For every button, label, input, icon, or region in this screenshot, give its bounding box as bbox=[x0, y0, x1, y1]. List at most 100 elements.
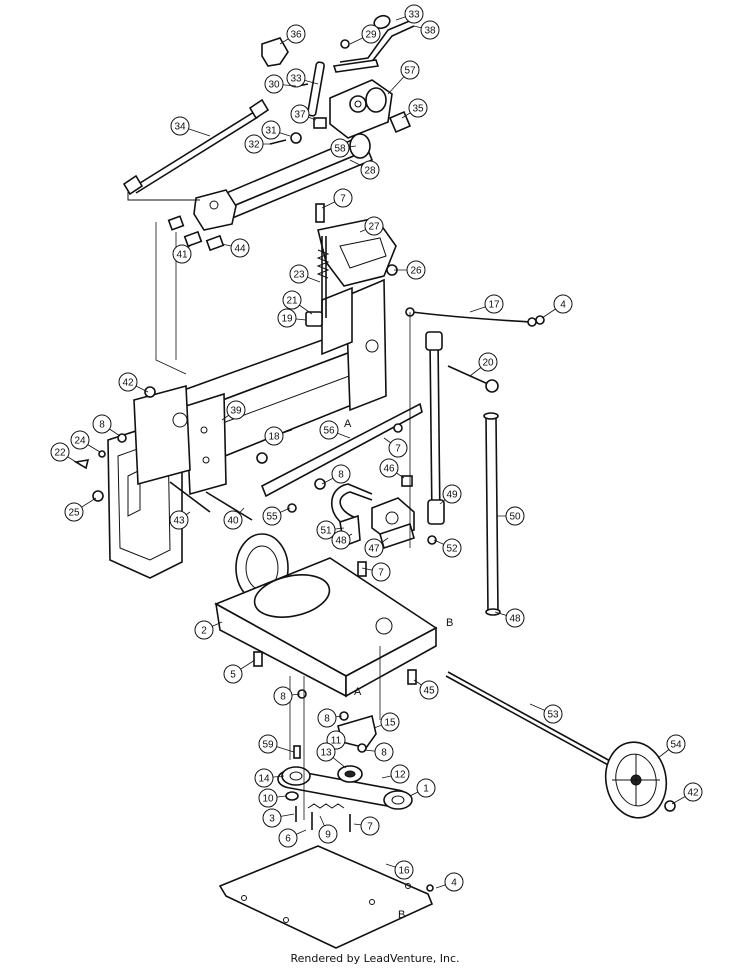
callout-circle bbox=[374, 742, 394, 762]
callout-circle bbox=[230, 238, 250, 258]
callout-circle bbox=[666, 734, 686, 754]
callout-label: 18 bbox=[268, 432, 280, 443]
callout-label: 33 bbox=[408, 10, 420, 21]
callout-circle bbox=[394, 860, 414, 880]
callout-label: 3 bbox=[269, 814, 275, 825]
callout-label: 7 bbox=[340, 194, 346, 205]
callout-circle bbox=[553, 294, 573, 314]
callout-label: 31 bbox=[265, 126, 277, 137]
base-chassis bbox=[214, 533, 668, 819]
callout-circle bbox=[261, 120, 281, 140]
callout-circle bbox=[254, 768, 274, 788]
callout-label: 7 bbox=[378, 568, 384, 579]
callout-circle bbox=[404, 4, 424, 24]
callout-circle bbox=[683, 782, 703, 802]
control-valve bbox=[261, 14, 415, 145]
callout-circle bbox=[505, 608, 525, 628]
callout-circle bbox=[264, 74, 284, 94]
callout-circle bbox=[484, 294, 504, 314]
callout-label: 50 bbox=[509, 512, 521, 523]
callout-circle bbox=[371, 562, 391, 582]
callout-label: 57 bbox=[404, 66, 416, 77]
callout-circle bbox=[360, 816, 380, 836]
callout-label: 4 bbox=[451, 878, 457, 889]
callout-label: 12 bbox=[394, 770, 406, 781]
callout-label: 51 bbox=[320, 526, 332, 537]
callout-circle bbox=[444, 872, 464, 892]
callout-circle bbox=[333, 188, 353, 208]
callout-circle bbox=[505, 506, 525, 526]
callout-label: 25 bbox=[68, 508, 80, 519]
callout-circle bbox=[400, 60, 420, 80]
callout-circle bbox=[316, 520, 336, 540]
callout-label: 32 bbox=[248, 140, 260, 151]
callout-circle bbox=[278, 828, 298, 848]
callout-circle bbox=[364, 538, 384, 558]
callout-circle bbox=[289, 264, 309, 284]
callout-label: 27 bbox=[368, 222, 380, 233]
callout-label: 33 bbox=[290, 74, 302, 85]
callout-circle bbox=[50, 442, 70, 462]
callout-label: 5 bbox=[230, 670, 236, 681]
callout-label: 23 bbox=[293, 270, 305, 281]
callout-circle bbox=[286, 24, 306, 44]
footer-credit: Rendered by LeadVenture, Inc. bbox=[290, 952, 460, 965]
callout-circle bbox=[290, 104, 310, 124]
callout-label: 30 bbox=[268, 80, 280, 91]
callout-label: 8 bbox=[338, 470, 344, 481]
callout-circle bbox=[316, 742, 336, 762]
callout-circle bbox=[262, 506, 282, 526]
callout-circle bbox=[317, 708, 337, 728]
callout-circle bbox=[264, 426, 284, 446]
callout-label: 6 bbox=[285, 834, 291, 845]
callout-label: 9 bbox=[325, 830, 331, 841]
callout-circle bbox=[92, 414, 112, 434]
callout-label: 37 bbox=[294, 110, 306, 121]
callout-circle bbox=[223, 664, 243, 684]
beam-assembly bbox=[107, 278, 387, 579]
callout-circle bbox=[223, 510, 243, 530]
callout-label: 1 bbox=[423, 784, 429, 795]
callout-circle bbox=[64, 502, 84, 522]
callout-circle bbox=[390, 764, 410, 784]
callout-label: 43 bbox=[173, 516, 185, 527]
callout-circle bbox=[172, 244, 192, 264]
callout-label: 44 bbox=[234, 244, 246, 255]
callout-circle bbox=[318, 824, 338, 844]
callout-label: 48 bbox=[509, 614, 521, 625]
belt-guard bbox=[218, 845, 434, 949]
callout-label: 15 bbox=[384, 718, 396, 729]
callout-label: 59 bbox=[262, 740, 274, 751]
callout-label: 39 bbox=[230, 406, 242, 417]
cable-and-rod bbox=[260, 307, 537, 616]
callout-circle bbox=[226, 400, 246, 420]
callout-circle bbox=[262, 808, 282, 828]
callout-circle bbox=[277, 308, 297, 328]
callout-circle bbox=[478, 352, 498, 372]
callout-circle bbox=[70, 430, 90, 450]
callout-circle bbox=[118, 372, 138, 392]
callout-label: 49 bbox=[446, 490, 458, 501]
callout-label: 11 bbox=[331, 736, 342, 747]
callout-circle bbox=[282, 290, 302, 310]
callout-label: 41 bbox=[176, 250, 188, 261]
callout-label: 35 bbox=[412, 104, 424, 115]
callout-circle bbox=[408, 98, 428, 118]
hydraulic-cylinder bbox=[122, 98, 374, 252]
callout-label: 14 bbox=[258, 774, 270, 785]
callout-label: 45 bbox=[423, 686, 435, 697]
callout-circle bbox=[360, 160, 380, 180]
callout-circle bbox=[330, 138, 350, 158]
callout-label: 38 bbox=[424, 26, 436, 37]
callout-label: 26 bbox=[410, 266, 422, 277]
callout-label: 55 bbox=[266, 512, 278, 523]
callout-label: 36 bbox=[290, 30, 302, 41]
callout-label: 34 bbox=[174, 122, 186, 133]
callout-label: 46 bbox=[383, 464, 395, 475]
callout-label: 24 bbox=[74, 436, 86, 447]
callout-label: 42 bbox=[687, 788, 699, 799]
callout-label: 42 bbox=[122, 378, 134, 389]
alignment-lines bbox=[155, 222, 411, 820]
callout-label: 22 bbox=[54, 448, 66, 459]
